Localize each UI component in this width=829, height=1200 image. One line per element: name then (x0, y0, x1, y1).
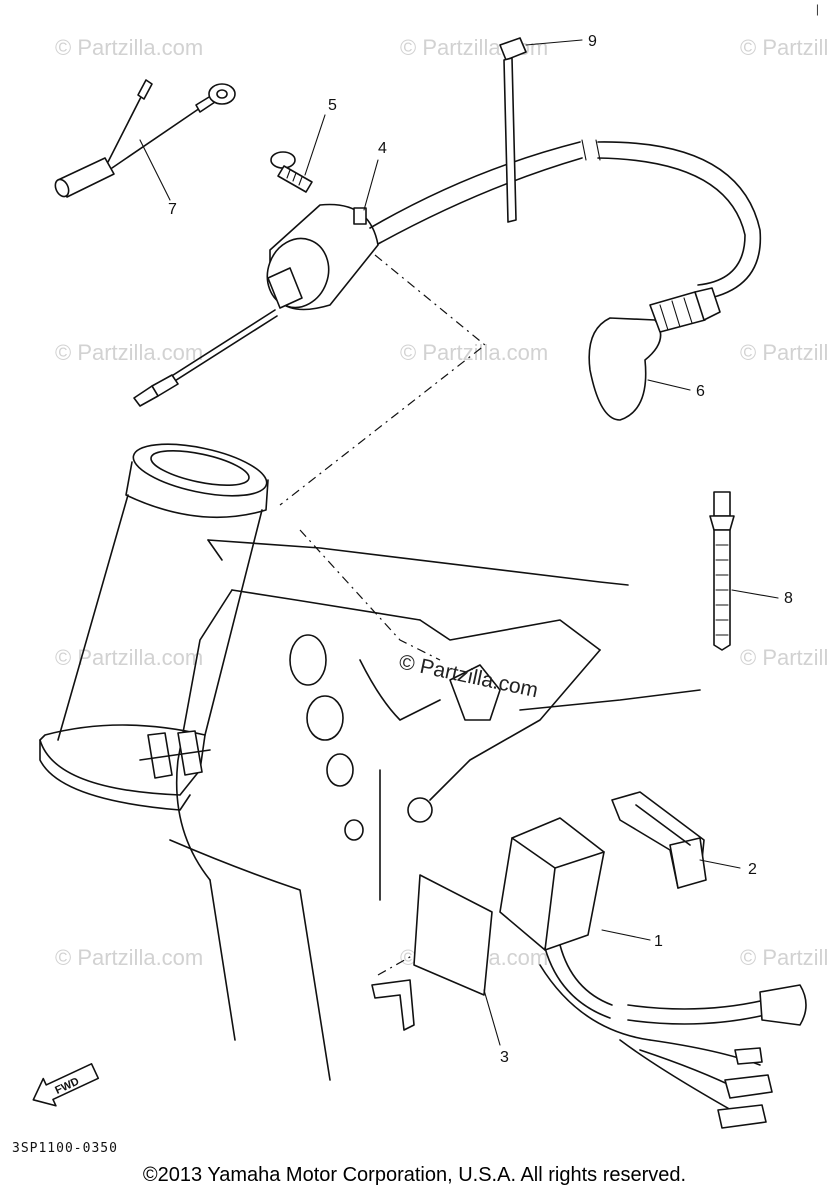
ignition-coil (133, 203, 379, 407)
watermark-text: © Partzilla.com (55, 945, 203, 970)
diagram-code: 3SP1100-0350 (12, 1141, 118, 1156)
pad (413, 874, 493, 996)
callout-5: 5 (328, 97, 337, 114)
callout-9: 9 (588, 33, 597, 50)
watermark-text: © Partzilla.com (740, 35, 829, 60)
corner-tick-mark: | (815, 2, 819, 16)
screw (270, 151, 313, 193)
ground-lead (54, 79, 236, 198)
callout-numbers: 1 2 3 4 5 6 7 8 9 (168, 33, 793, 1066)
leader-lines (279, 254, 486, 976)
rubber-band (611, 791, 707, 889)
watermark-text: © Partzilla.com (55, 340, 203, 365)
callout-8: 8 (784, 590, 793, 607)
watermark-text: © Partzilla.com (55, 35, 203, 60)
cdi-unit (499, 817, 807, 1129)
spark-plug-cap (588, 287, 721, 421)
callout-6: 6 (696, 383, 705, 400)
watermark-text: © Partzilla.com (740, 945, 829, 970)
callout-1: 1 (654, 933, 663, 950)
callout-3: 3 (500, 1049, 509, 1066)
callout-7: 7 (168, 201, 177, 218)
watermark-text: © Partzilla.com (740, 340, 829, 365)
callout-leaders (139, 39, 779, 1046)
spark-plug-wire (369, 139, 762, 301)
watermark-grid: © Partzilla.com © Partzilla.com © Partzi… (55, 35, 829, 970)
copyright-notice: ©2013 Yamaha Motor Corporation, U.S.A. A… (142, 1164, 687, 1186)
watermark-text: © Partzilla.com (400, 35, 548, 60)
watermark-text: © Partzilla.com (740, 645, 829, 670)
callout-4: 4 (378, 140, 387, 157)
fwd-arrow-icon: FWD (32, 1063, 100, 1107)
watermark-text: © Partzilla.com (400, 340, 548, 365)
cable-tie-small (499, 37, 527, 223)
fwd-label: FWD (53, 1075, 81, 1096)
callout-2: 2 (748, 861, 757, 878)
watermark-text: © Partzilla.com (55, 645, 203, 670)
cable-tie (709, 491, 735, 651)
frame-assembly (39, 443, 701, 1081)
